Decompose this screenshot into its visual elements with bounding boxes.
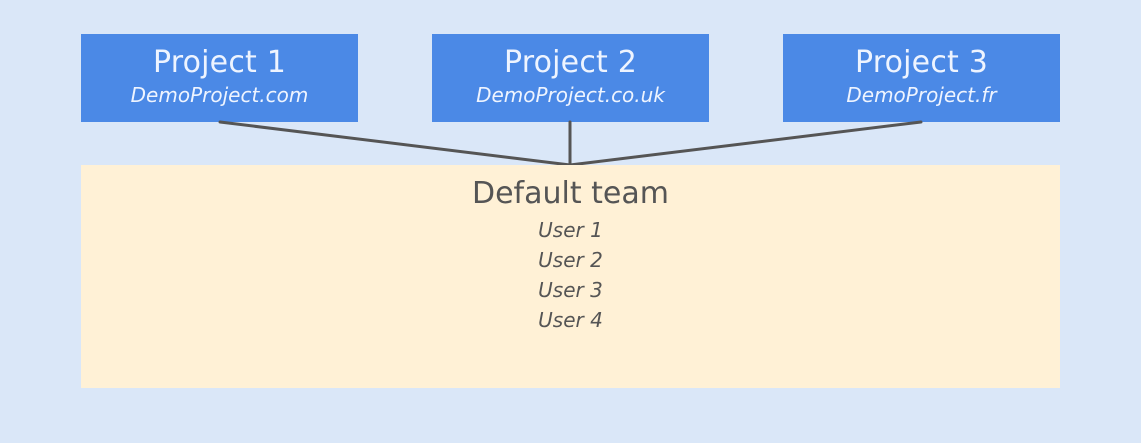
team-title: Default team [472,176,669,211]
project-3-domain: DemoProject.fr [846,83,997,107]
team-user: User 3 [538,278,603,302]
default-team-node: Default team User 1 User 2 User 3 User 4 [81,165,1060,388]
project-1-title: Project 1 [152,45,287,80]
team-user-list: User 1 User 2 User 3 User 4 [81,215,1060,335]
project-2-title: Project 2 [503,45,638,80]
project-2-node: Project 2 DemoProject.co.uk [432,34,709,122]
project-1-node: Project 1 DemoProject.com [81,34,358,122]
connector-project-1 [218,120,572,167]
team-user: User 2 [538,248,603,272]
project-3-title: Project 3 [854,45,989,80]
team-user: User 4 [538,308,603,332]
team-user: User 1 [538,218,603,242]
project-3-node: Project 3 DemoProject.fr [783,34,1060,122]
project-2-domain: DemoProject.co.uk [476,83,665,107]
project-1-domain: DemoProject.com [130,83,309,107]
connector-project-3 [568,120,923,167]
